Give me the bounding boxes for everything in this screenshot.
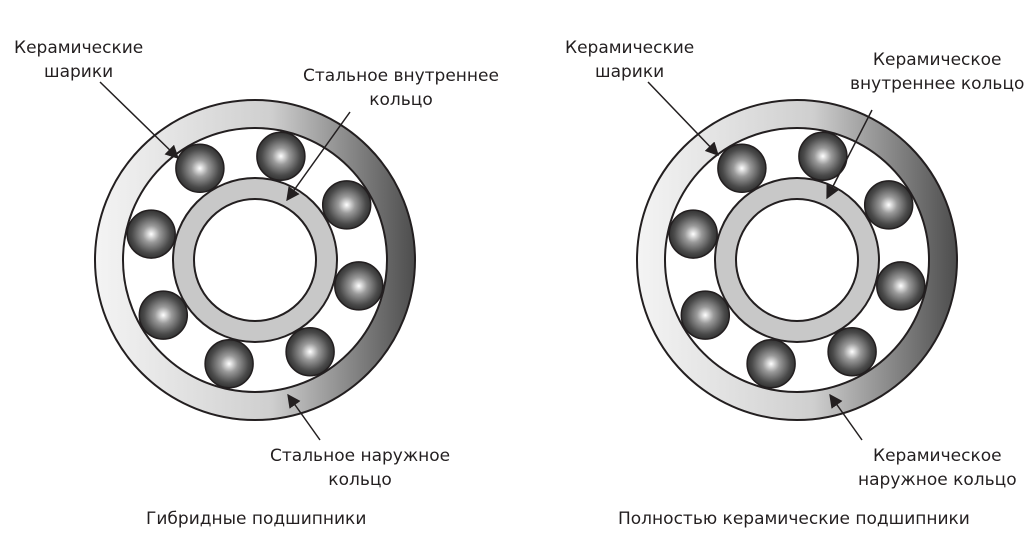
ceramic-ball bbox=[827, 326, 877, 377]
caption-ceramic: Полностью керамические подшипники bbox=[618, 509, 970, 529]
ceramic-ball bbox=[256, 131, 306, 181]
label-balls: Керамические шарики bbox=[565, 38, 695, 82]
arrow-balls bbox=[99, 81, 179, 159]
label-outer-ring: Стальное наружное кольцо bbox=[270, 446, 451, 490]
ceramic-ball bbox=[138, 290, 189, 340]
ceramic-ball bbox=[746, 339, 796, 389]
bore bbox=[735, 198, 859, 322]
ceramic-ball bbox=[126, 209, 176, 259]
ceramic-ball bbox=[717, 143, 767, 194]
ceramic-ball bbox=[285, 326, 335, 377]
arrow-balls bbox=[647, 81, 719, 156]
label-inner-ring: Керамическое внутреннее кольцо bbox=[850, 50, 1025, 94]
balls bbox=[668, 131, 926, 389]
ceramic-ball bbox=[863, 180, 914, 230]
ceramic-ball bbox=[204, 339, 254, 389]
ceramic-bearing bbox=[636, 99, 958, 421]
ceramic-ball bbox=[680, 290, 731, 340]
ceramic-ball bbox=[876, 261, 926, 311]
ceramic-ball bbox=[321, 180, 372, 230]
ceramic-ball bbox=[668, 209, 718, 259]
arrow-outer-ring bbox=[829, 393, 863, 441]
arrow-inner-ring bbox=[826, 109, 873, 200]
arrow-inner-ring bbox=[286, 111, 351, 202]
ceramic-ball bbox=[175, 143, 225, 194]
ceramic-ball bbox=[798, 131, 848, 181]
hybrid-bearing bbox=[94, 99, 416, 421]
label-outer-ring: Керамическое наружное кольцо bbox=[858, 446, 1017, 490]
ceramic-ball bbox=[334, 261, 384, 311]
label-inner-ring: Стальное внутреннее кольцо bbox=[303, 66, 499, 110]
arrow-outer-ring bbox=[287, 393, 321, 441]
bore bbox=[193, 198, 317, 322]
balls bbox=[126, 131, 384, 389]
caption-hybrid: Гибридные подшипники bbox=[146, 509, 367, 529]
label-balls: Керамические шарики bbox=[14, 38, 144, 82]
